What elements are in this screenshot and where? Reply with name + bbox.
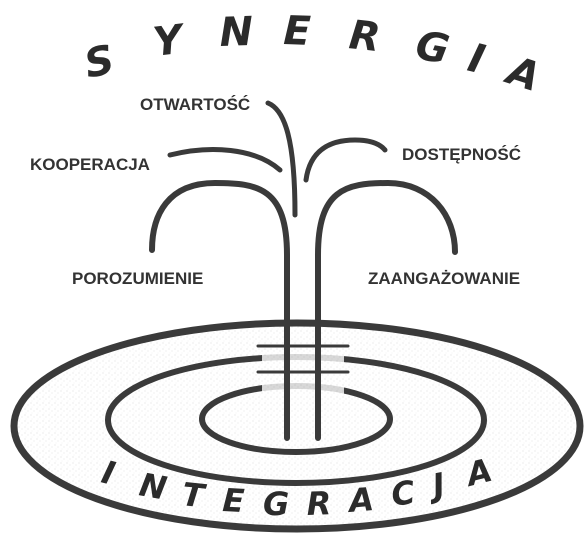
label-otwartosc: OTWARTOŚĆ [140, 95, 250, 114]
bottom-letter: E [222, 481, 246, 520]
top-letter: G [412, 23, 452, 74]
bottom-letter: R [306, 484, 332, 523]
top-letter: A [499, 47, 546, 101]
left-spout [170, 150, 280, 170]
label-dostepnosc: DOSTĘPNOŚĆ [402, 145, 521, 164]
top-letter: I [464, 35, 490, 83]
top-right-arc [306, 140, 385, 180]
top-letter: E [283, 8, 312, 55]
label-zaangazowanie: ZAANGAŻOWANIE [368, 269, 520, 288]
top-letter: Y [151, 16, 189, 66]
top-letter: S [81, 37, 119, 88]
labels-group: OTWARTOŚĆ KOOPERACJA DOSTĘPNOŚĆ POROZUMI… [30, 95, 521, 288]
top-arc-word: S Y N E R G I A [81, 8, 546, 101]
top-letter: N [219, 9, 254, 56]
label-porozumienie: POROZUMIENIE [72, 269, 203, 288]
label-kooperacja: KOOPERACJA [30, 155, 150, 174]
top-letter: R [347, 12, 382, 61]
bottom-letter: G [263, 485, 289, 523]
